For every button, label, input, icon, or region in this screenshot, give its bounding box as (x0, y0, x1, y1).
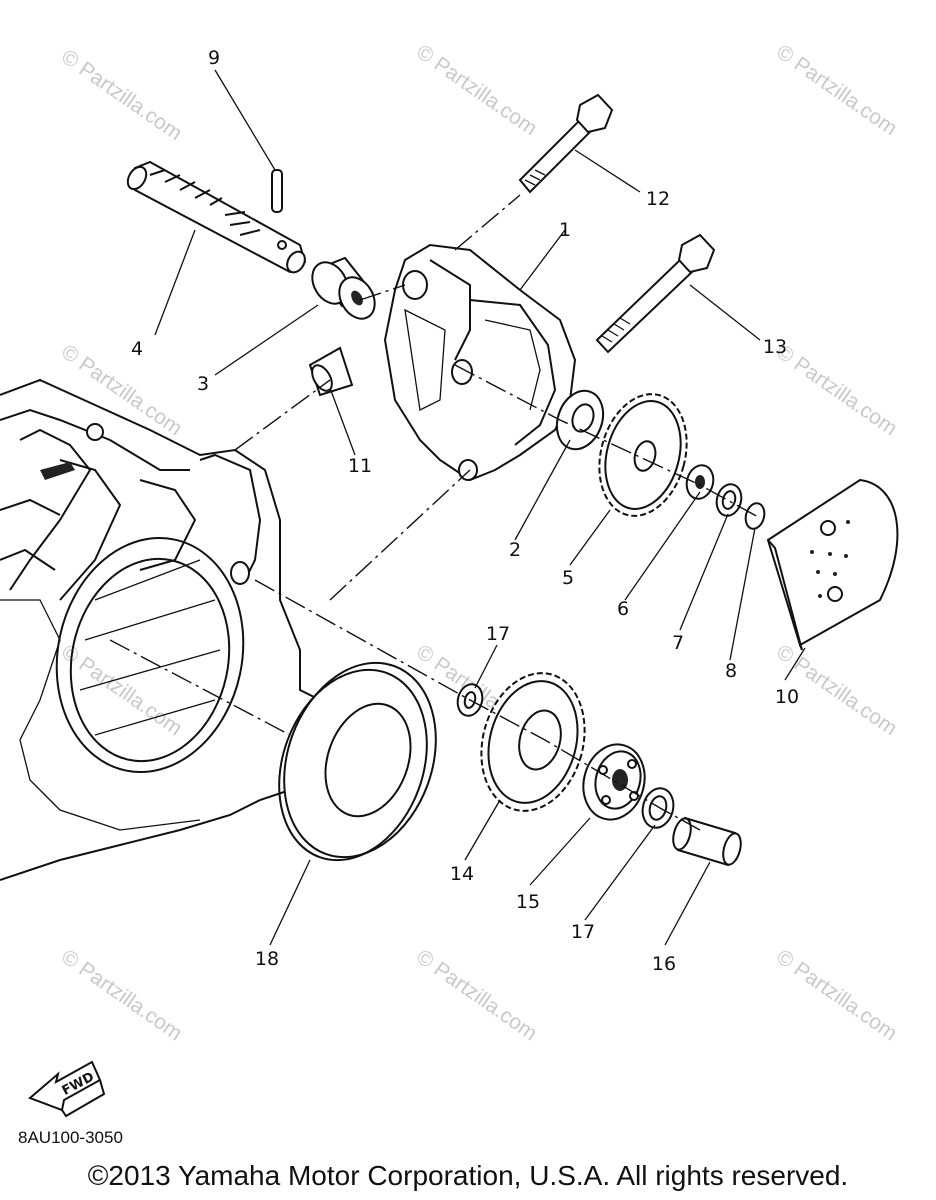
part-13-bolt (595, 233, 716, 354)
callout-11: 11 (348, 455, 372, 477)
watermark: © Partzilla.com (57, 945, 186, 1045)
part-9-pin (271, 169, 283, 213)
callout-14: 14 (450, 863, 474, 885)
callout-18: 18 (255, 948, 279, 970)
callout-15: 15 (516, 891, 540, 913)
watermark: © Partzilla.com (57, 640, 186, 740)
fwd-arrow-icon: FWD (28, 1060, 106, 1118)
part-10-plate (766, 478, 899, 651)
crankcase-housing (0, 378, 322, 881)
callout-7: 7 (672, 632, 684, 654)
callout-6: 6 (617, 598, 629, 620)
callout-5: 5 (562, 567, 574, 589)
part-12-bolt (518, 93, 614, 194)
callout-9: 9 (208, 47, 220, 69)
watermark: © Partzilla.com (412, 945, 541, 1045)
callout-12: 12 (646, 188, 670, 210)
part-6-washer (685, 464, 715, 500)
watermark: © Partzilla.com (772, 40, 901, 140)
leader-lines (154, 69, 806, 946)
callout-4: 4 (131, 338, 143, 360)
watermark: © Partzilla.com (772, 340, 901, 440)
part-7-washer (715, 483, 743, 517)
part-14-gear (480, 672, 586, 812)
center-lines (109, 194, 761, 831)
callout-2: 2 (509, 539, 521, 561)
callout-13: 13 (763, 336, 787, 358)
part-15-bearing (582, 743, 646, 821)
part-4-worm-shaft (126, 160, 307, 274)
callout-1: 1 (559, 219, 571, 241)
callout-labels: 1 2 3 4 5 6 7 8 9 10 11 12 13 14 15 16 1… (131, 47, 799, 975)
watermark: © Partzilla.com (772, 945, 901, 1045)
diagram-code: 8AU100-3050 (18, 1128, 123, 1147)
part-8-circlip (744, 502, 766, 530)
watermark: © Partzilla.com (412, 40, 541, 140)
part-18-seal-ring (278, 661, 437, 862)
callout-8: 8 (725, 660, 737, 682)
callout-16: 16 (652, 953, 676, 975)
callout-17-lower: 17 (571, 921, 595, 943)
part-3-collar (311, 256, 376, 320)
callout-10: 10 (775, 686, 799, 708)
copyright-notice: ©2013 Yamaha Motor Corporation, U.S.A. A… (87, 1160, 849, 1191)
part-17-washer-lower (641, 787, 675, 829)
callout-3: 3 (197, 373, 209, 395)
watermark: © Partzilla.com (57, 45, 186, 145)
part-11-dowel (308, 346, 354, 397)
part-16-shaft-pin (672, 816, 742, 867)
callout-17-upper: 17 (486, 623, 510, 645)
part-1-cover (383, 243, 577, 482)
watermark: © Partzilla.com (57, 340, 186, 440)
part-5-gear (598, 393, 688, 517)
